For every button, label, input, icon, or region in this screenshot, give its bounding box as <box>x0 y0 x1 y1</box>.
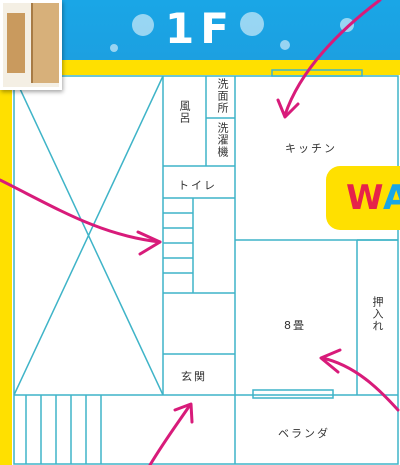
room-label-veranda: ベランダ <box>278 427 330 440</box>
void-cross-line <box>13 75 164 396</box>
arrow-tatami <box>320 356 400 412</box>
banner-dot <box>132 14 154 36</box>
wa-badge-text: WA <box>346 178 400 218</box>
photo-door <box>31 3 59 83</box>
room-label-washroom: 洗面所 <box>216 78 229 114</box>
photo-shelf <box>7 13 25 73</box>
arrow-entrance <box>148 403 192 465</box>
room-label-toilet: トイレ <box>178 179 217 192</box>
arrow-stairs <box>0 178 162 244</box>
banner-dot <box>280 40 290 50</box>
room-photo-thumbnail[interactable] <box>0 0 62 90</box>
staircase <box>163 198 194 293</box>
window-kitchen <box>271 69 363 77</box>
badge-letter-blue: A <box>382 178 400 218</box>
arrow-entrance-head <box>173 402 194 424</box>
floor-banner: 1F <box>0 0 400 68</box>
window-tatami <box>252 389 334 399</box>
wa-badge <box>326 166 400 230</box>
deck-slats <box>25 395 102 464</box>
arrow-kitchen-head <box>276 98 300 119</box>
banner-dot <box>110 44 118 52</box>
floor-plan-walls <box>13 69 399 465</box>
floor-title: 1F <box>165 4 235 53</box>
banner-dot <box>240 12 264 36</box>
room-label-tatami: 8畳 <box>284 319 306 332</box>
arrow-stairs-head <box>136 230 162 256</box>
room-label-entrance: 玄関 <box>181 370 207 383</box>
arrow-kitchen <box>283 0 382 117</box>
badge-letter-red: W <box>346 178 383 218</box>
room-label-bath: 風呂 <box>178 100 191 124</box>
room-label-kitchen: キッチン <box>285 142 337 155</box>
room-label-laundry: 洗濯機 <box>216 122 229 158</box>
arrow-tatami-head <box>319 348 342 374</box>
room-label-closet: 押入れ <box>371 296 384 332</box>
